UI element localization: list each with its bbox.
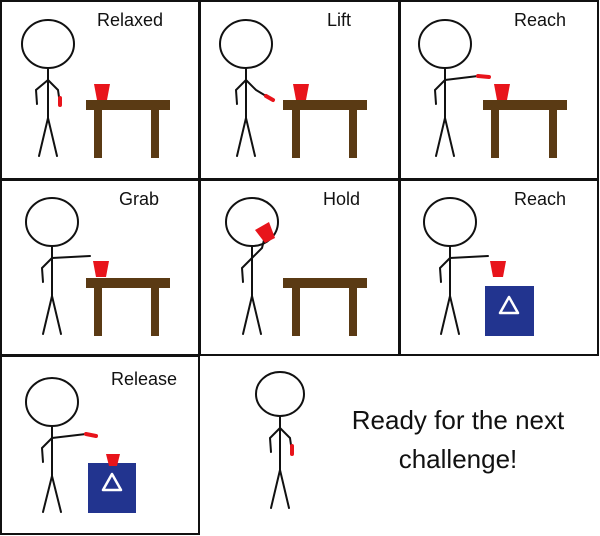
panel-reach-bin: Reach <box>399 179 599 356</box>
cup-icon <box>293 84 309 100</box>
stick-figure-icon <box>25 377 98 513</box>
stick-figure-icon <box>423 197 489 335</box>
bin-icon <box>88 463 136 513</box>
stick-figure-icon <box>219 19 275 157</box>
panel-label: Hold <box>323 189 360 209</box>
panel-relaxed: Relaxed <box>0 0 200 180</box>
cup-icon <box>106 454 120 466</box>
table-icon <box>86 278 170 336</box>
cup-icon <box>94 84 110 100</box>
panel-label: Reach <box>514 189 566 209</box>
triangle-icon <box>498 295 520 315</box>
panel-release: Release <box>0 355 200 535</box>
table-icon <box>86 100 170 158</box>
panel-hold: Hold <box>199 179 400 356</box>
table-icon <box>283 278 367 336</box>
stick-figure-icon <box>25 197 91 335</box>
panel-label: Reach <box>514 10 566 30</box>
stick-figure-icon <box>418 19 491 157</box>
final-stick-figure <box>255 371 305 509</box>
table-icon <box>283 100 367 158</box>
stick-figure-icon <box>225 197 279 335</box>
cup-icon <box>255 222 275 243</box>
cup-icon <box>93 261 109 277</box>
closing-message-line-1: Ready for the next <box>352 405 565 435</box>
panel-grab: Grab <box>0 179 200 356</box>
panel-label: Grab <box>119 189 159 209</box>
bin-icon <box>485 286 534 336</box>
panel-label: Lift <box>327 10 351 30</box>
panel-label: Release <box>111 369 177 389</box>
cup-icon <box>490 261 506 277</box>
table-icon <box>483 100 567 158</box>
stick-figure-icon <box>21 19 75 157</box>
closing-message-line-2: challenge! <box>399 444 518 474</box>
triangle-icon <box>101 472 123 492</box>
panel-label: Relaxed <box>97 10 163 30</box>
cup-icon <box>494 84 510 100</box>
stick-figure-icon <box>255 371 305 509</box>
closing-message: Ready for the next challenge! <box>352 405 565 474</box>
